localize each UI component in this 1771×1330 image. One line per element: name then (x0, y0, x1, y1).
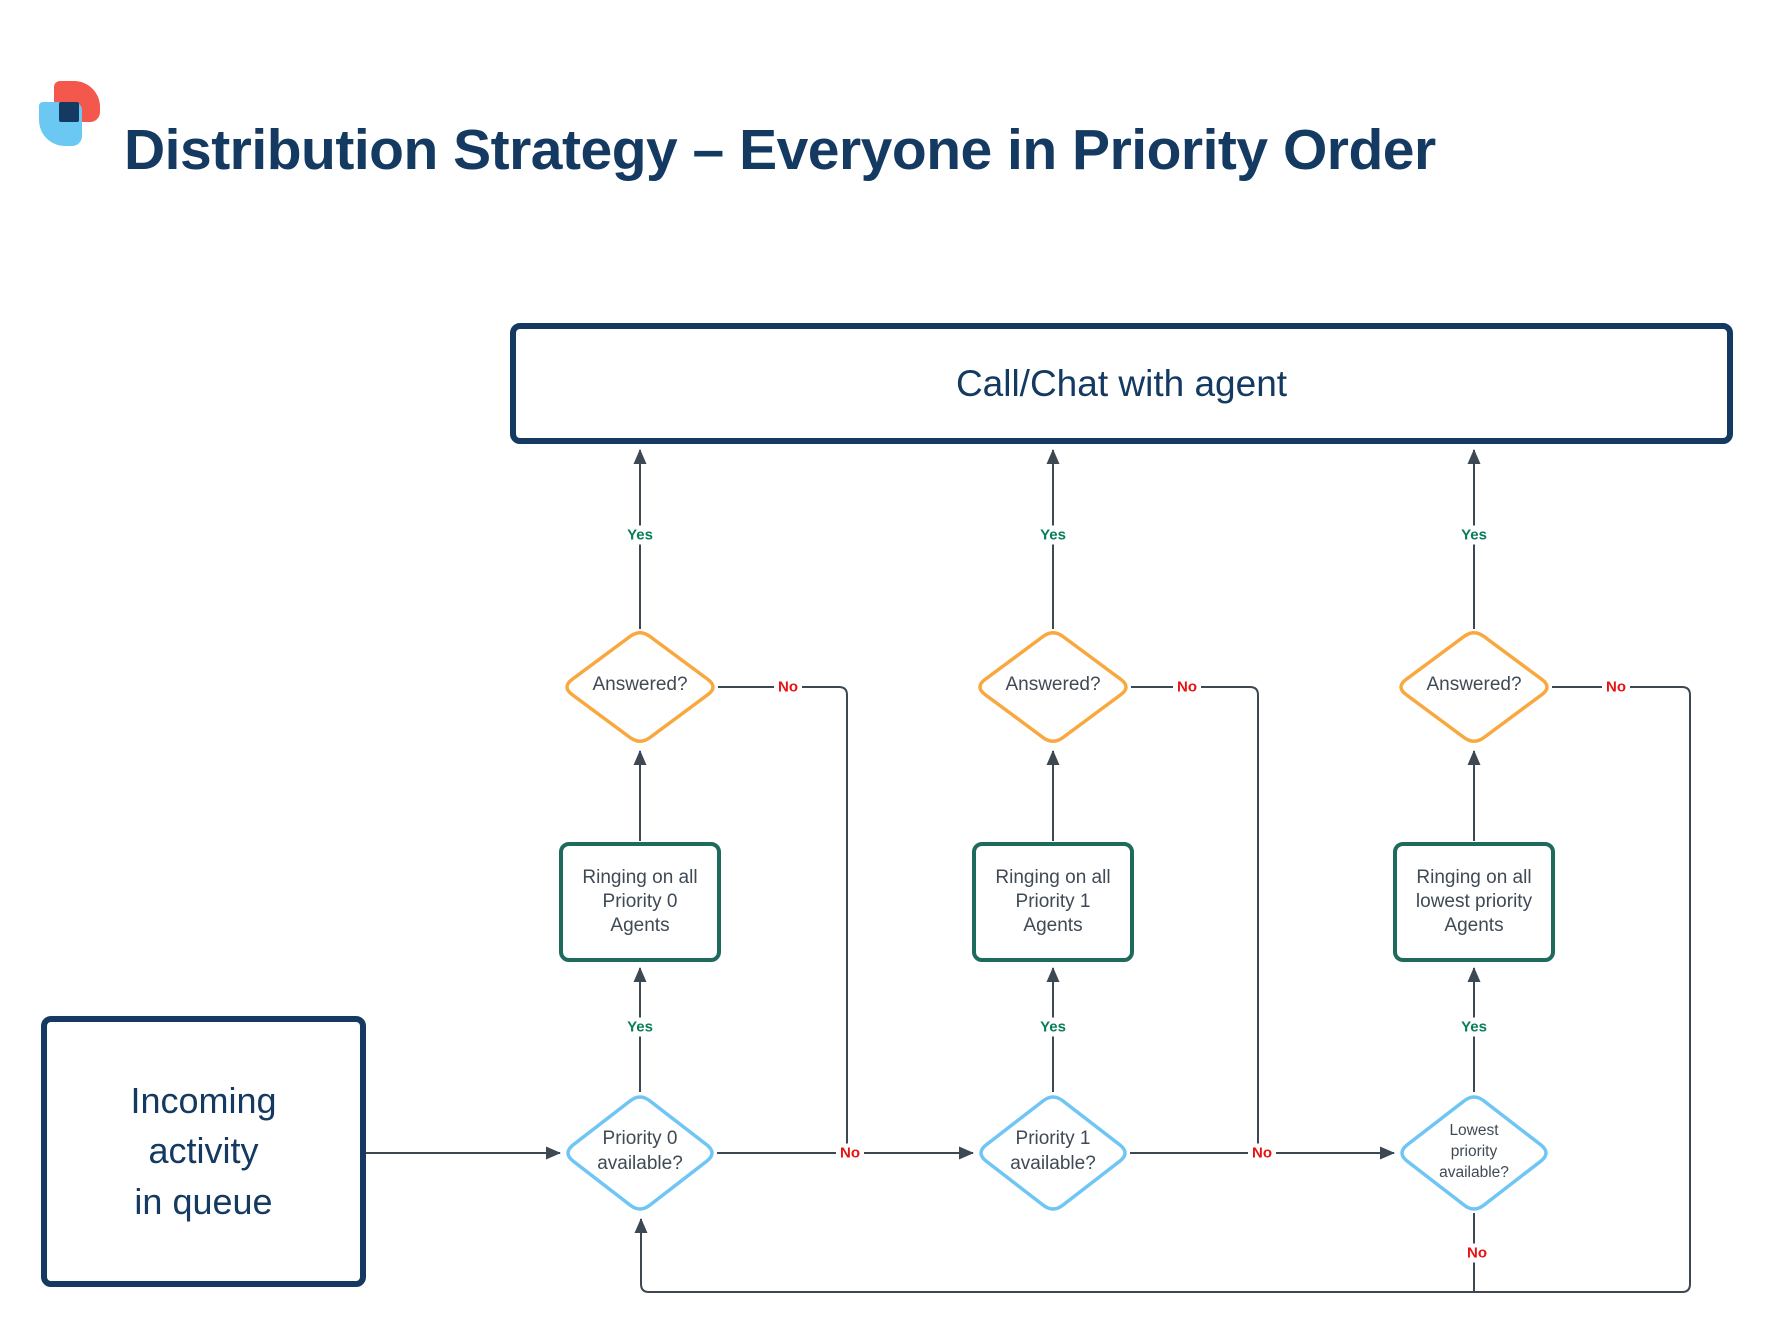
ringing2-line-3: Agents (1444, 915, 1504, 937)
answered1-label: Answered? (1005, 674, 1101, 695)
ringing1-line-2: Priority 1 (1015, 890, 1091, 912)
ringing-priority1-node: Ringing on all Priority 1 Agents (972, 842, 1134, 962)
ringing1-line-3: Agents (1023, 915, 1083, 937)
yes-label-top-2: Yes (1457, 525, 1491, 545)
no-label-main-0: No (836, 1143, 864, 1163)
available1-line-1: Priority 1 (1015, 1128, 1091, 1149)
edge-no-answered0-drop (718, 686, 848, 1152)
yes-label-mid-1: Yes (1036, 1017, 1070, 1037)
ringing-priority0-node: Ringing on all Priority 0 Agents (559, 842, 721, 962)
available1-line-2: available? (1010, 1152, 1096, 1174)
yes-label-top-1: Yes (1036, 525, 1070, 545)
ringing2-line-2: lowest priority (1415, 890, 1533, 912)
incoming-activity-node: Incoming activity in queue (41, 1016, 366, 1287)
ringing1-line-1: Ringing on all (995, 866, 1111, 888)
yes-label-mid-2: Yes (1457, 1017, 1491, 1037)
no-label-main-1: No (1248, 1143, 1276, 1163)
available-diamond-1 (979, 1095, 1127, 1211)
ringing2-line-1: Ringing on all (1416, 866, 1532, 888)
edge-no-answered2-feedback (634, 686, 1691, 1293)
no-label-answered-0: No (774, 677, 802, 697)
yes-label-mid-0: Yes (623, 1017, 657, 1037)
logo-navy-square (59, 102, 79, 122)
page-title: Distribution Strategy – Everyone in Prio… (124, 118, 1436, 182)
available0-line-2: available? (597, 1152, 683, 1174)
available2-line-3: available? (1439, 1163, 1509, 1181)
answered2-label: Answered? (1426, 674, 1522, 695)
edge-no-answered1-drop (1131, 686, 1259, 1152)
no-label-answered-1: No (1173, 677, 1201, 697)
answered-diamond-2 (1399, 631, 1549, 743)
ringing0-line-3: Agents (610, 915, 670, 937)
call-chat-node: Call/Chat with agent (510, 323, 1733, 444)
ringing0-line-2: Priority 0 (602, 890, 678, 912)
answered-diamond-1 (978, 631, 1128, 743)
answered-diamond-0 (565, 631, 715, 743)
available1-label: Priority 1 available? (983, 1127, 1123, 1176)
no-label-answered-2: No (1602, 677, 1630, 697)
incoming-line-1: Incoming (130, 1079, 277, 1121)
available2-line-2: priority (1450, 1142, 1498, 1160)
yes-label-top-0: Yes (623, 525, 657, 545)
incoming-line-3: in queue (134, 1180, 273, 1222)
no-label-bottom: No (1463, 1243, 1491, 1263)
available2-line-1: Lowest (1449, 1122, 1499, 1139)
available2-label: Lowest priority available? (1414, 1121, 1534, 1183)
ringing0-line-1: Ringing on all (582, 866, 698, 888)
available0-line-1: Priority 0 (602, 1128, 678, 1149)
answered0-label: Answered? (592, 674, 688, 695)
available0-label: Priority 0 available? (570, 1127, 710, 1176)
available-diamond-2 (1400, 1095, 1548, 1211)
call-chat-label: Call/Chat with agent (955, 362, 1288, 404)
incoming-line-2: activity (148, 1130, 259, 1172)
available-diamond-0 (566, 1095, 714, 1211)
ringing-lowest-node: Ringing on all lowest priority Agents (1393, 842, 1555, 962)
